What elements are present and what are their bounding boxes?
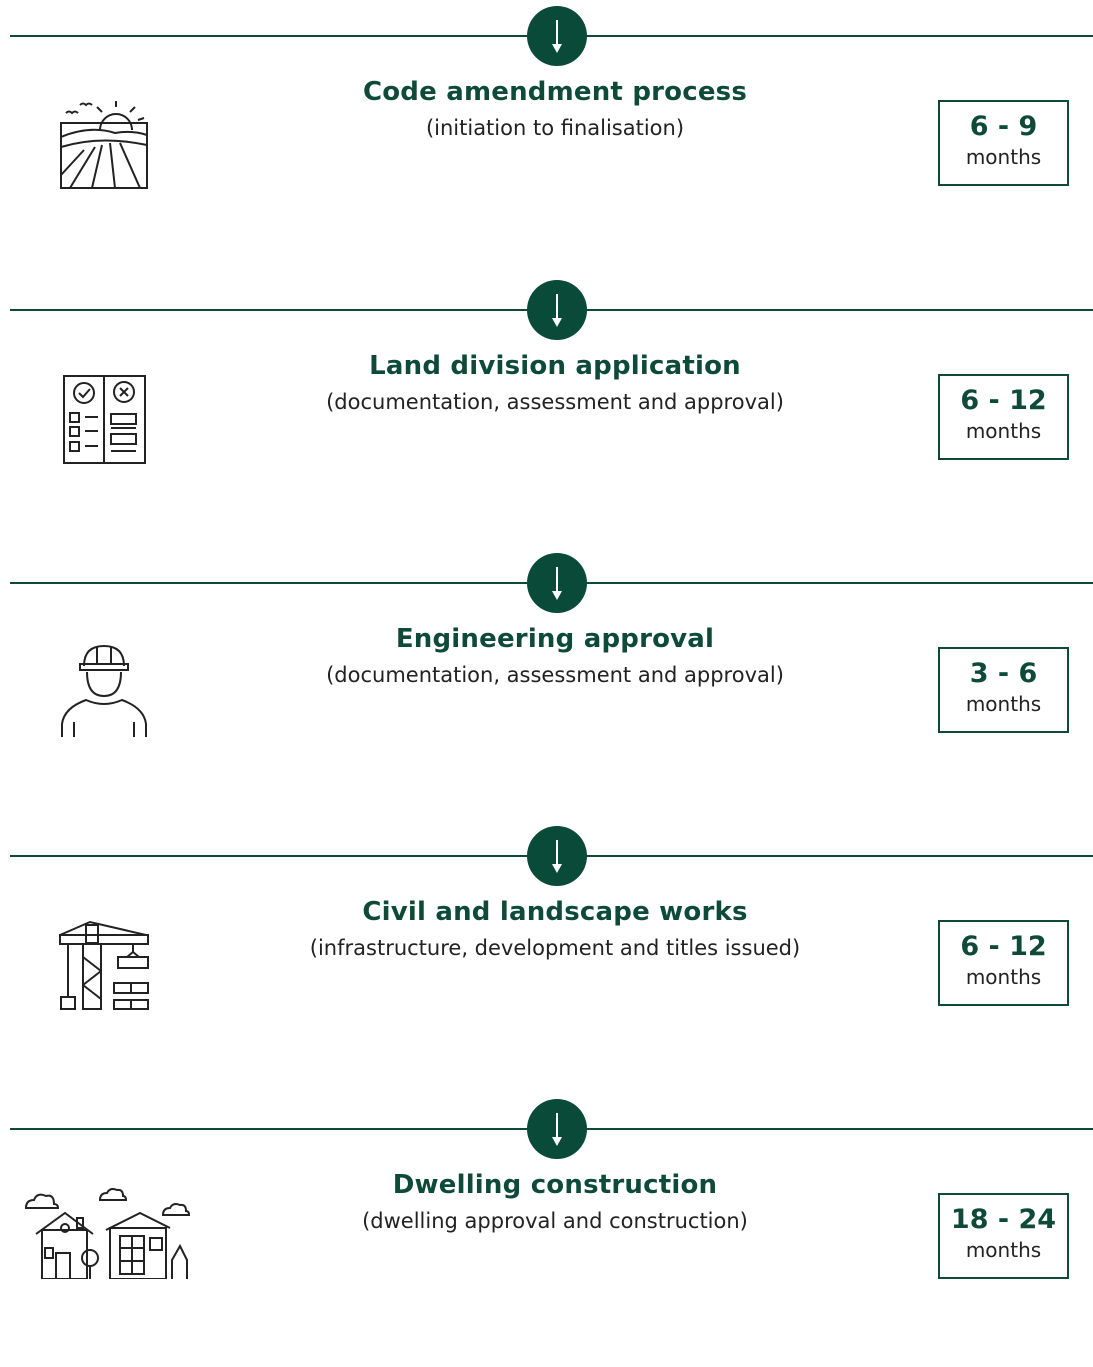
duration-unit: months: [965, 1238, 1042, 1262]
duration-range: 6 - 12: [960, 931, 1047, 962]
duration-range: 6 - 12: [960, 385, 1047, 416]
step-title: Land division application: [369, 351, 741, 381]
duration-badge: 6 - 9 months: [938, 100, 1069, 186]
step-subtitle: (dwelling approval and construction): [362, 1209, 748, 1233]
duration-unit: months: [965, 965, 1042, 989]
arrow-down-icon: [527, 6, 587, 66]
farmland-icon: [40, 85, 160, 199]
step-title: Dwelling construction: [392, 1170, 718, 1200]
duration-range: 6 - 9: [969, 111, 1038, 142]
arrow-down-icon: [527, 553, 587, 613]
arrow-down-icon: [527, 1099, 587, 1159]
step-title: Code amendment process: [362, 77, 748, 107]
step-subtitle: (documentation, assessment and approval): [326, 663, 784, 687]
timeline-step: Code amendment process (initiation to fi…: [0, 0, 1093, 274]
timeline-step: Civil and landscape works (infrastructur…: [0, 820, 1093, 1094]
step-subtitle: (documentation, assessment and approval): [326, 390, 784, 414]
duration-unit: months: [965, 419, 1042, 443]
timeline-step: Engineering approval (documentation, ass…: [0, 547, 1093, 821]
duration-badge: 3 - 6 months: [938, 647, 1069, 733]
duration-badge: 6 - 12 months: [938, 920, 1069, 1006]
duration-range: 3 - 6: [969, 658, 1038, 689]
arrow-down-icon: [527, 280, 587, 340]
step-subtitle: (infrastructure, development and titles …: [309, 936, 801, 960]
arrow-down-icon: [527, 826, 587, 886]
step-title: Civil and landscape works: [362, 897, 748, 927]
houses-icon: [20, 1188, 195, 1283]
engineer-icon: [40, 632, 160, 746]
duration-badge: 6 - 12 months: [938, 374, 1069, 460]
timeline-step: Land division application (documentation…: [0, 274, 1093, 548]
duration-unit: months: [965, 692, 1042, 716]
duration-badge: 18 - 24 months: [938, 1193, 1069, 1279]
duration-range: 18 - 24: [950, 1204, 1057, 1235]
step-subtitle: (initiation to finalisation): [425, 116, 685, 140]
crane-icon: [40, 905, 160, 1019]
duration-unit: months: [965, 145, 1042, 169]
timeline-step: Dwelling construction (dwelling approval…: [0, 1093, 1093, 1367]
checklist-icon: [40, 359, 160, 473]
step-title: Engineering approval: [395, 624, 715, 654]
